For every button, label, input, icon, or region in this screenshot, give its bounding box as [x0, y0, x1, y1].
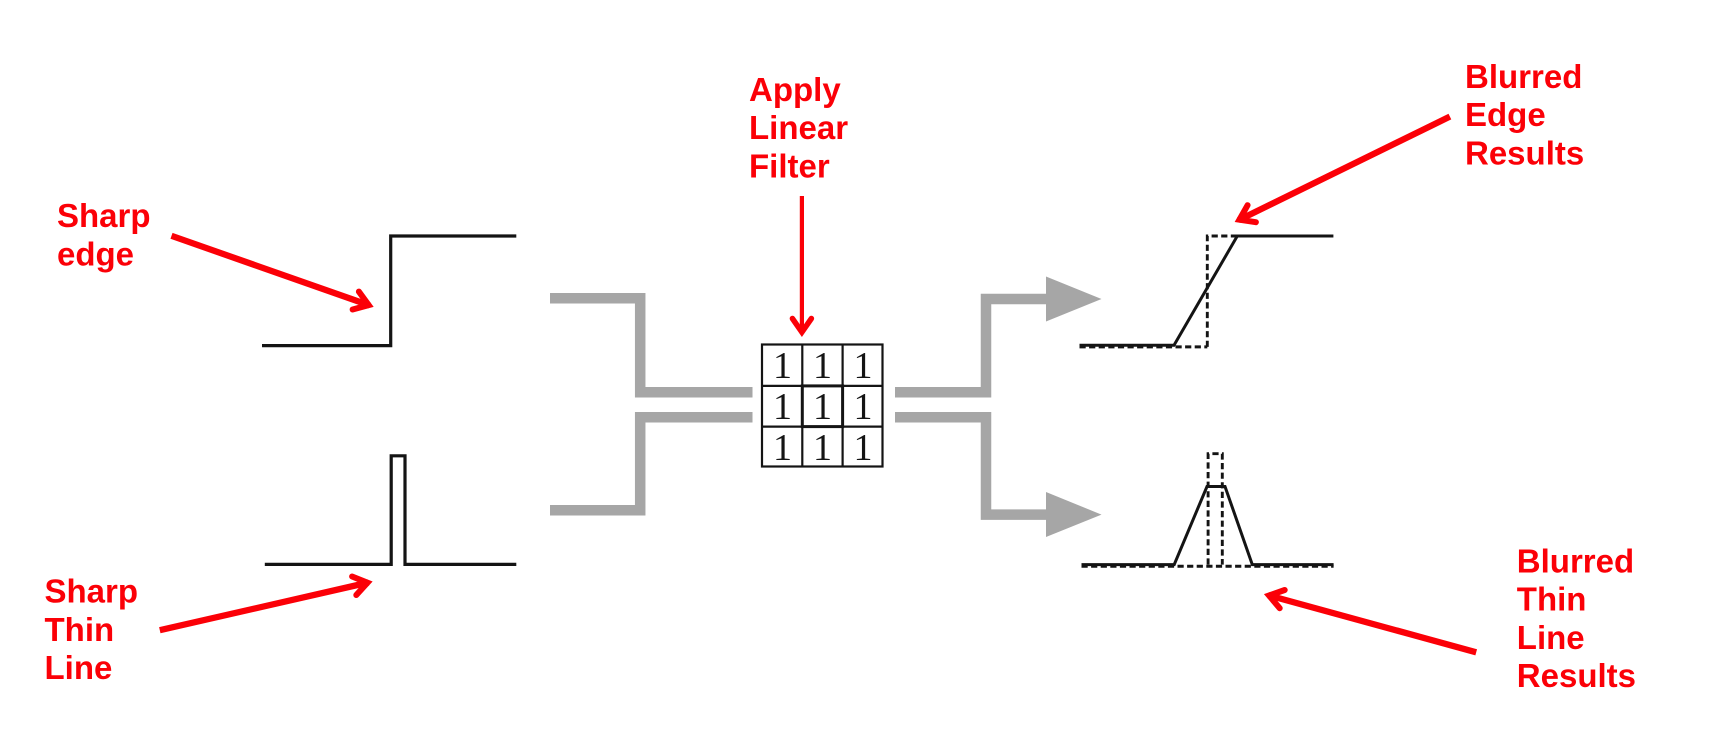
svg-text:Line: Line [45, 649, 113, 686]
svg-text:Sharp: Sharp [57, 197, 151, 234]
svg-text:1: 1 [854, 427, 873, 469]
svg-text:Filter: Filter [749, 147, 830, 184]
svg-text:Thin: Thin [1517, 581, 1587, 618]
svg-text:Thin: Thin [45, 611, 115, 648]
svg-text:Blurred: Blurred [1465, 58, 1582, 95]
svg-text:1: 1 [854, 386, 873, 428]
svg-text:1: 1 [854, 345, 873, 387]
svg-text:edge: edge [57, 235, 134, 272]
svg-text:Results: Results [1517, 657, 1636, 694]
svg-text:1: 1 [813, 345, 832, 387]
svg-text:1: 1 [773, 345, 792, 387]
svg-text:Line: Line [1517, 619, 1585, 656]
svg-text:Sharp: Sharp [45, 573, 139, 610]
svg-text:Apply: Apply [749, 71, 841, 108]
svg-text:1: 1 [773, 427, 792, 469]
svg-text:Linear: Linear [749, 109, 848, 146]
svg-text:Edge: Edge [1465, 96, 1546, 133]
svg-text:Results: Results [1465, 135, 1584, 172]
svg-text:Blurred: Blurred [1517, 543, 1634, 580]
svg-text:1: 1 [773, 386, 792, 428]
svg-text:1: 1 [813, 427, 832, 469]
svg-text:1: 1 [813, 386, 832, 428]
